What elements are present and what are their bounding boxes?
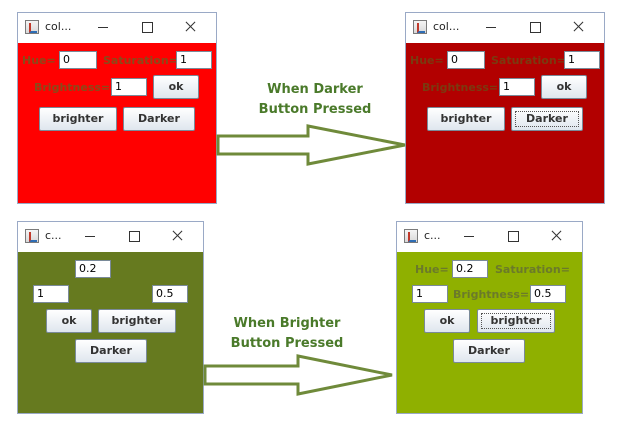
- minimize-icon[interactable]: [91, 16, 115, 38]
- brightness-field[interactable]: 0.5: [152, 285, 188, 303]
- darker-button[interactable]: Darker: [511, 107, 583, 131]
- color-window-red: col... Hue= 0 Saturation= 1 Brightness= …: [17, 12, 217, 204]
- title-bar[interactable]: col...: [18, 13, 216, 43]
- darker-arrow: [216, 124, 406, 166]
- darker-caption-line2: Button Pressed: [258, 102, 372, 117]
- saturation-label: Saturation=: [491, 54, 566, 67]
- saturation-field[interactable]: 1: [176, 51, 212, 69]
- darker-button[interactable]: Darker: [123, 107, 195, 131]
- brighter-caption: When Brighter Button Pressed: [212, 314, 362, 354]
- maximize-icon[interactable]: [523, 16, 547, 38]
- hue-label: Hue=: [410, 54, 444, 67]
- title-bar[interactable]: col...: [406, 13, 604, 43]
- minimize-icon[interactable]: [78, 225, 102, 247]
- window-title: c...: [45, 229, 62, 242]
- saturation-field[interactable]: 1: [412, 285, 448, 303]
- hue-field[interactable]: 0.2: [452, 260, 488, 278]
- color-pane: Hue= 0 Saturation= 1 Brightness= 1 ok br…: [18, 43, 216, 203]
- maximize-icon[interactable]: [501, 225, 525, 247]
- saturation-label: Saturation=: [103, 54, 178, 67]
- java-app-icon: [413, 20, 427, 34]
- brightness-label: Brightness=: [422, 81, 499, 94]
- java-app-icon: [25, 20, 39, 34]
- minimize-icon[interactable]: [457, 225, 481, 247]
- darker-caption-line1: When Darker: [267, 82, 363, 97]
- brighter-button[interactable]: brighter: [98, 309, 176, 333]
- saturation-label: Saturation=: [495, 263, 570, 276]
- color-window-lime: c... Hue= 0.2 Saturation= 1 Brightness= …: [396, 221, 583, 414]
- ok-button[interactable]: ok: [541, 75, 587, 99]
- window-title: c...: [424, 229, 441, 242]
- ok-button[interactable]: ok: [424, 309, 470, 333]
- window-title: col...: [433, 20, 460, 33]
- title-bar[interactable]: c...: [397, 222, 582, 252]
- brightness-field[interactable]: 1: [111, 78, 147, 96]
- saturation-field[interactable]: 1: [564, 51, 600, 69]
- maximize-icon[interactable]: [122, 225, 146, 247]
- brighter-caption-line1: When Brighter: [233, 316, 341, 331]
- hue-label: Hue=: [415, 263, 449, 276]
- color-window-dark-red: col... Hue= 0 Saturation= 1 Brightness= …: [405, 12, 605, 204]
- java-app-icon: [404, 229, 418, 243]
- brightness-field[interactable]: 1: [499, 78, 535, 96]
- brighter-arrow: [203, 354, 393, 396]
- color-window-olive: c... 0.2 1 0.5 ok brighter Darker: [17, 221, 204, 414]
- color-pane: Hue= 0 Saturation= 1 Brightness= 1 ok br…: [406, 43, 604, 203]
- darker-caption: When Darker Button Pressed: [240, 80, 390, 120]
- brightness-field[interactable]: 0.5: [530, 285, 566, 303]
- darker-button[interactable]: Darker: [453, 339, 525, 363]
- color-pane: 0.2 1 0.5 ok brighter Darker: [18, 252, 203, 413]
- hue-field[interactable]: 0: [59, 51, 97, 69]
- brighter-button[interactable]: brighter: [39, 107, 117, 131]
- brighter-button[interactable]: brighter: [427, 107, 505, 131]
- darker-button[interactable]: Darker: [75, 339, 147, 363]
- brighter-button[interactable]: brighter: [477, 309, 555, 333]
- brightness-label: Brightness=: [34, 81, 111, 94]
- color-pane: Hue= 0.2 Saturation= 1 Brightness= 0.5 o…: [397, 252, 582, 413]
- hue-field[interactable]: 0: [447, 51, 485, 69]
- maximize-icon[interactable]: [135, 16, 159, 38]
- hue-field[interactable]: 0.2: [75, 260, 111, 278]
- brighter-caption-line2: Button Pressed: [230, 336, 344, 351]
- minimize-icon[interactable]: [479, 16, 503, 38]
- ok-button[interactable]: ok: [46, 309, 92, 333]
- ok-button[interactable]: ok: [153, 75, 199, 99]
- brightness-label: Brightness=: [453, 288, 530, 301]
- window-title: col...: [45, 20, 72, 33]
- java-app-icon: [25, 229, 39, 243]
- saturation-field[interactable]: 1: [33, 285, 69, 303]
- title-bar[interactable]: c...: [18, 222, 203, 252]
- hue-label: Hue=: [22, 54, 56, 67]
